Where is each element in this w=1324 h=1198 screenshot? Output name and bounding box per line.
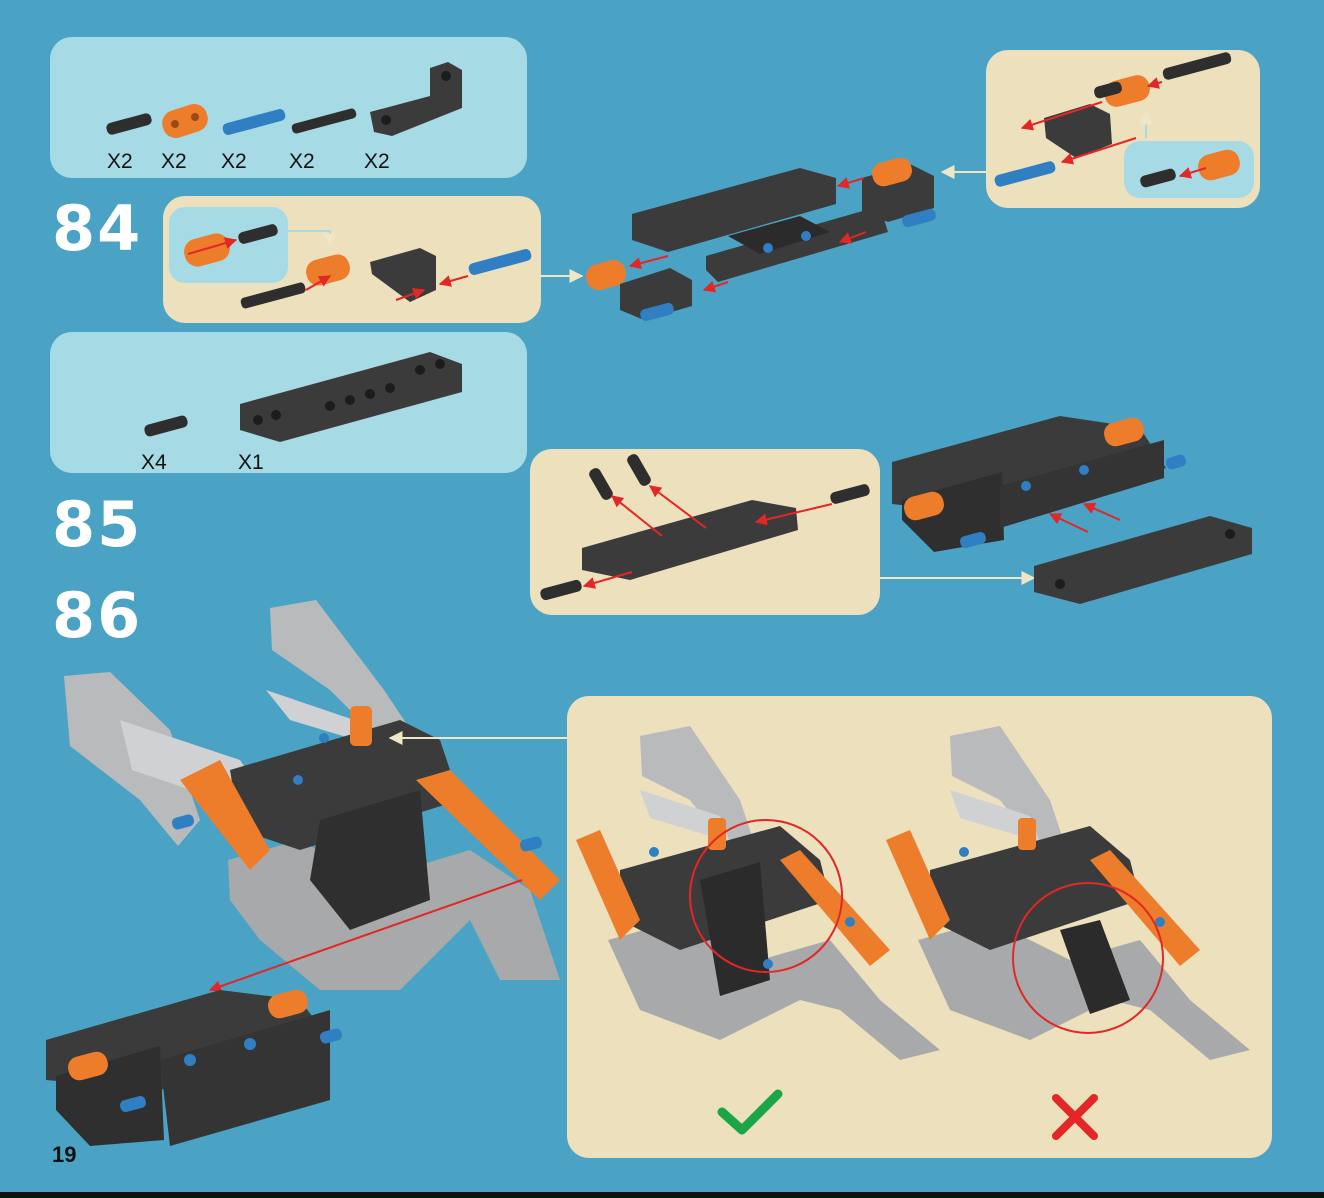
black-panel-plate-icon [240,352,462,442]
black-connector-pin-icon [105,112,153,135]
step-85-callout-assembly [539,452,871,601]
black-connector-pin-icon [143,415,189,438]
step-84-sub-callout-assembly [994,51,1243,188]
step-84-main-assembly [583,155,937,322]
step-85-main-assembly [892,415,1252,604]
black-axle-icon [291,108,357,135]
orange-double-beam-icon [159,101,211,142]
step-86-main-assembly [46,600,560,1146]
cross-mark-icon [1056,1098,1094,1136]
check-mark-icon [722,1094,778,1130]
step-84-callout-assembly [181,223,532,309]
correct-orientation-view [576,726,940,1060]
wrong-orientation-view [886,726,1250,1060]
black-angled-beam-icon [370,62,462,136]
blue-axle-pin-icon [222,108,287,136]
